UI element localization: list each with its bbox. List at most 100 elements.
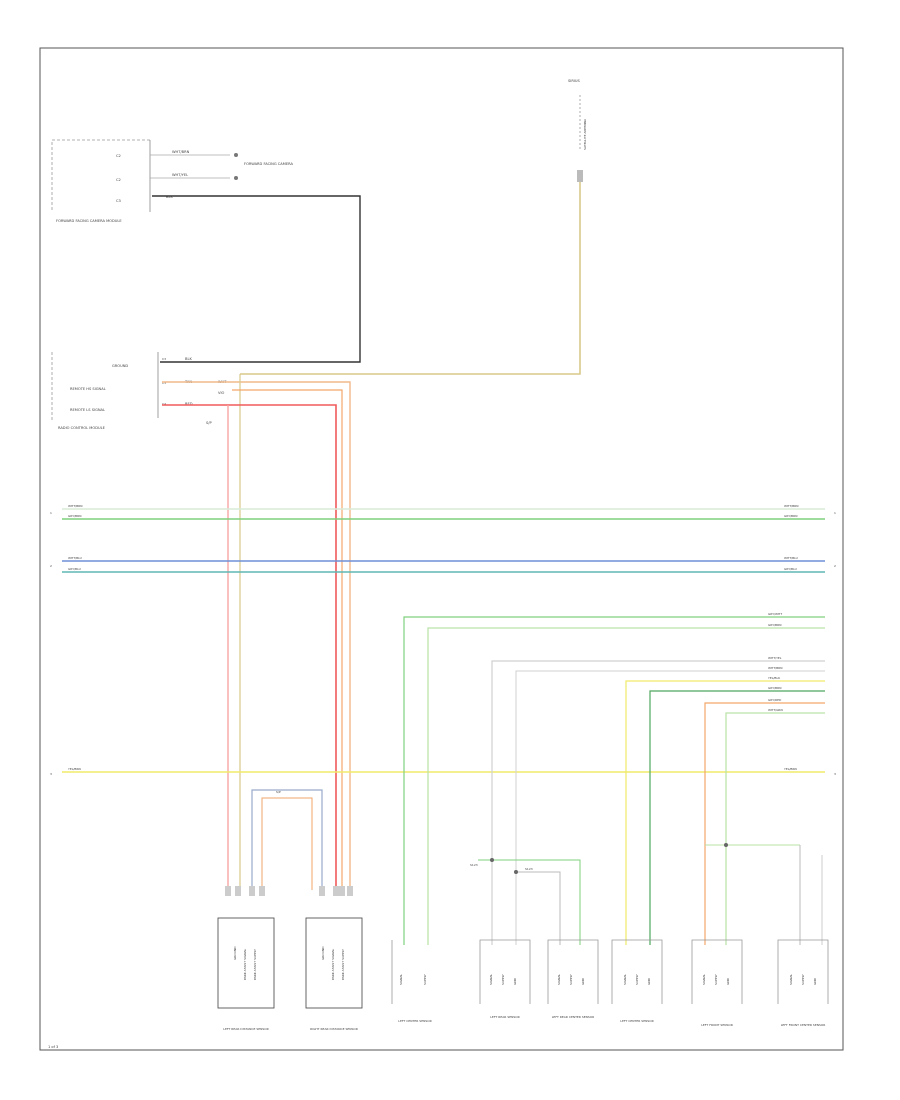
component-box-1 (217, 917, 275, 1009)
component-label-3: LEFT CENTER SENSOR (398, 1019, 431, 1023)
comp8-pin-2: SUPPLY (801, 974, 805, 985)
stub (249, 886, 255, 896)
right-wire-label-8: WHT/GRN (768, 708, 783, 712)
bus-marker-l1: 1 (50, 511, 52, 515)
right-wire-label-2: GRY/BRN (768, 623, 781, 627)
component-label-6: LEFT CENTER SENSOR (620, 1019, 653, 1023)
bus-left-3: WHT/BLU (68, 556, 82, 560)
splice-wire-gray (516, 871, 561, 945)
radio-pin-2: C3 (162, 381, 166, 385)
component-outline-8 (777, 939, 829, 1004)
bus-marker-l3: 3 (50, 772, 52, 776)
component-outline-5 (547, 939, 599, 1004)
top-module-outline (51, 139, 150, 212)
radio-mid-wire-2: VIO (218, 391, 225, 395)
radio-wire-3: RED (185, 402, 193, 406)
bus-right-5: YEL/BRN (784, 767, 797, 771)
stub (347, 886, 353, 896)
stub (333, 886, 339, 896)
right-wire-label-6: GRY/BRN (768, 686, 781, 690)
comp4-pin-2: SUPPLY (501, 974, 505, 985)
feed-wire-5 (625, 680, 825, 945)
comp1-pin-2: PARK ASSIST SIGNAL (243, 948, 247, 980)
loop-label: S/P (276, 790, 281, 794)
stub (225, 886, 231, 896)
right-wire-label-3: WHT/YEL (768, 656, 782, 660)
comp4-pin-3: GND (513, 977, 517, 985)
splice-dot-3 (724, 843, 728, 847)
comp5-pin-2: SUPPLY (569, 974, 573, 985)
feed-wire-3 (491, 660, 825, 945)
antenna-coax-wire (240, 182, 581, 375)
bus-right-3: WHT/BLU (784, 556, 798, 560)
radio-pin-1: C3 (162, 357, 166, 361)
feed-wire-6 (649, 690, 825, 945)
comp1-pin-1: GROUND (233, 946, 237, 960)
right-wire-label-5: YEL/BLK (768, 676, 781, 680)
component-label-4: LEFT REAR SENSOR (490, 1015, 520, 1019)
radio-module-label: RADIO CONTROL MODULE (58, 426, 106, 430)
splice-wire-green (478, 859, 581, 945)
component-label-2: RIGHT REAR DISTANCE SENSOR (310, 1027, 358, 1031)
right-feed-wires: GRY/WHT GRY/BRN WHT/YEL WHT/BRN YEL/BLK … (403, 612, 825, 945)
comp5-pin-3: GND (581, 977, 585, 985)
diagram-frame (39, 47, 844, 1051)
bus-marker-r1: 1 (834, 511, 836, 515)
comp7-pin-1: SIGNAL (702, 974, 706, 985)
bus-left-5: YEL/BRN (68, 767, 81, 771)
splice-note: S123 (525, 867, 533, 871)
radio-pin-3: C4 (162, 402, 166, 406)
comp7-pin-2: SUPPLY (714, 974, 718, 985)
footer-code: 1 of 3 (48, 1045, 58, 1049)
bus-marker-r3: 3 (834, 772, 836, 776)
bus-marker-l2: 2 (50, 564, 52, 568)
forward-camera-module: C2 C2 C3 WHT/BRN WHT/YEL BLK FORWARD FAC… (51, 139, 293, 223)
radio-control-module: GROUND REMOTE HS SIGNAL REMOTE LS SIGNAL… (51, 352, 227, 430)
stub (339, 886, 345, 896)
right-wire-label-4: WHT/BRN (768, 666, 782, 670)
top-terminal-2 (234, 176, 238, 180)
twisted-pair-loop (251, 789, 323, 890)
feed-wire-1 (403, 616, 825, 945)
feed-wire-7 (704, 702, 825, 945)
stub (235, 886, 241, 896)
right-wire-label-7: GRY/RED (768, 698, 782, 702)
radio-red-wire (162, 404, 337, 890)
bus-right-1: WHT/BRN (784, 504, 798, 508)
antenna-connector (577, 170, 583, 182)
connector-stubs (225, 886, 353, 896)
component-label-7: LEFT FRONT SENSOR (701, 1023, 733, 1027)
bus-left-1: WHT/BRN (68, 504, 82, 508)
component-label-5: LEFT REAR CENTER SENSOR (552, 1015, 595, 1019)
feed-wire-8 (725, 712, 825, 945)
radio-tan-wire (162, 381, 351, 890)
top-module-label: FORWARD FACING CAMERA MODULE (56, 219, 122, 223)
splice-label: S123 (470, 863, 478, 867)
top-terminal-1 (234, 153, 238, 157)
splice-area: S123 S123 (470, 843, 823, 945)
top-pin-2: C2 (116, 178, 121, 182)
top-wire-label-3: BLK (166, 195, 173, 199)
comp2-pin-2: PARK ASSIST SIGNAL (331, 948, 335, 980)
bus-left-2: GRY/BRN (68, 514, 81, 518)
component-outline-6 (611, 939, 663, 1004)
radio-signal-2: REMOTE HS SIGNAL (70, 387, 106, 391)
comp4-pin-1: SIGNAL (489, 974, 493, 985)
feed-wire-2 (427, 627, 825, 945)
comp6-pin-2: SUPPLY (635, 974, 639, 985)
radio-wire-1: BLK (185, 357, 192, 361)
bus-left-4: GRY/BLU (68, 567, 81, 571)
bus-lines: WHT/BRN GRY/BRN WHT/BLU GRY/BLU YEL/BRN … (50, 504, 836, 776)
right-wire-label-1: GRY/WHT (768, 612, 782, 616)
feed-wire-4 (515, 670, 825, 945)
component-row: LEFT REAR DISTANCE SENSOR RIGHT REAR DIS… (217, 917, 829, 1031)
component-label-1: LEFT REAR DISTANCE SENSOR (223, 1027, 268, 1031)
comp8-pin-1: SIGNAL (789, 974, 793, 985)
comp3-pin-1: SIGNAL (399, 974, 403, 985)
radio-signal-3: REMOTE LS SIGNAL (70, 408, 105, 412)
radio-signal-1: GROUND (112, 364, 128, 368)
component-outline-7 (691, 939, 743, 1004)
black-ground-wire (152, 195, 361, 363)
antenna-label: SIRIUS (568, 79, 581, 83)
